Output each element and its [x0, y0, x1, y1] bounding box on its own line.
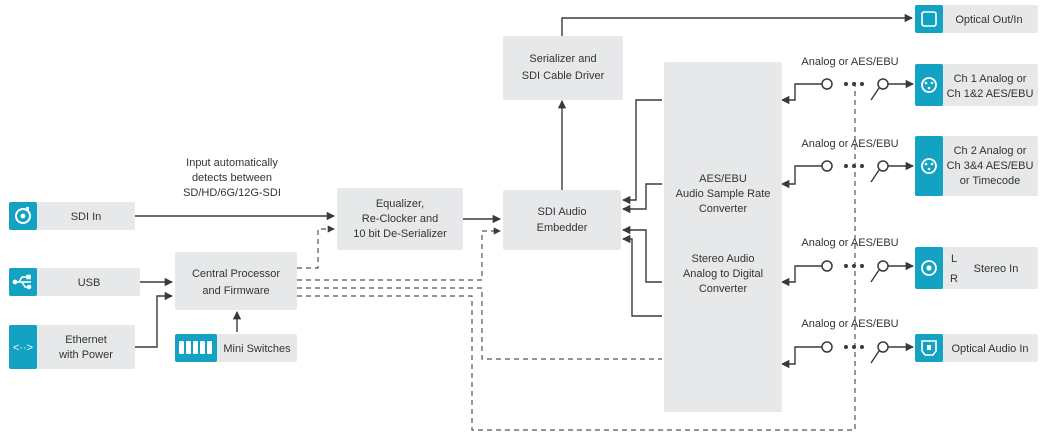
- stereo-r-label: R: [950, 273, 958, 285]
- mini-switches-port: Mini Switches: [175, 334, 297, 362]
- toslink-connector-icon: [921, 340, 937, 356]
- mini-switches-label: Mini Switches: [223, 343, 291, 355]
- line-converter-to-embedder-4: [621, 234, 662, 317]
- embedder-block: SDI Audio Embedder: [503, 190, 621, 250]
- dash-central-to-embedder: [297, 227, 501, 281]
- central-processor-block: Central Processor and Firmware: [175, 252, 297, 310]
- converter-top-line-3: Converter: [699, 203, 748, 215]
- switch-label-4: Analog or AES/EBU: [801, 318, 898, 330]
- ch1-label-line-2: Ch 1&2 AES/EBU: [947, 88, 1034, 100]
- note-line-3: SD/HD/6G/12G-SDI: [183, 187, 281, 199]
- switch-row-3: Analog or AES/EBU: [801, 237, 899, 283]
- rca-connector-icon: [921, 260, 937, 276]
- ethernet-label-line-1: Ethernet: [65, 334, 107, 346]
- converter-bottom-line-2: Analog to Digital: [683, 268, 763, 280]
- solid-connections: [135, 13, 915, 369]
- converter-top-line-1: AES/EBU: [699, 173, 747, 185]
- sdi-in-label: SDI In: [71, 211, 102, 223]
- ethernet-label-line-2: with Power: [58, 349, 113, 361]
- line-converter-to-embedder-1: [621, 99, 662, 205]
- bnc-connector-icon: [15, 207, 31, 224]
- switch-row-4: Analog or AES/EBU: [801, 318, 899, 364]
- switch-row-1: Analog or AES/EBU: [801, 56, 899, 101]
- optical-out-label: Optical Out/In: [955, 14, 1022, 26]
- converter-top-line-2: Audio Sample Rate: [676, 188, 771, 200]
- line-serializer-to-optical-out: [561, 13, 914, 36]
- serializer-line-1: Serializer and: [529, 53, 596, 65]
- switch-row-2: Analog or AES/EBU: [801, 138, 899, 183]
- note-line-1: Input automatically: [186, 157, 278, 169]
- xlr-connector-icon: [921, 77, 937, 93]
- equalizer-line-3: 10 bit De-Serializer: [353, 228, 447, 240]
- ethernet-arrows-icon: <··>: [13, 342, 33, 354]
- stereo-in-port: L R Stereo In: [915, 247, 1038, 289]
- line-ethernet-central: [135, 291, 174, 348]
- ch2-label-line-3: or Timecode: [960, 175, 1021, 187]
- central-line-2: and Firmware: [202, 285, 269, 297]
- usb-label: USB: [78, 277, 101, 289]
- dash-central-to-converter: [297, 287, 662, 360]
- line-ch1-to-converter: [780, 83, 823, 105]
- stereo-l-label: L: [951, 253, 957, 265]
- line-converter-to-embedder-2: [621, 183, 662, 214]
- equalizer-line-2: Re-Clocker and: [362, 213, 438, 225]
- xlr-connector-icon: [921, 158, 937, 174]
- usb-icon: [12, 274, 32, 290]
- ch1-port: Ch 1 Analog or Ch 1&2 AES/EBU: [915, 64, 1038, 106]
- converter-bottom-line-3: Converter: [699, 283, 748, 295]
- line-optical-to-converter: [780, 346, 823, 369]
- ethernet-port: <··> Ethernet with Power: [9, 325, 135, 369]
- dash-central-to-equalizer: [297, 225, 335, 269]
- equalizer-line-1: Equalizer,: [376, 198, 424, 210]
- optical-out-port: Optical Out/In: [915, 5, 1038, 33]
- input-note: Input automatically detects between SD/H…: [183, 157, 281, 199]
- converter-block: AES/EBU Audio Sample Rate Converter Ster…: [664, 62, 782, 412]
- stereo-in-label: Stereo In: [974, 263, 1019, 275]
- dashed-connections: [297, 82, 856, 431]
- equalizer-block: Equalizer, Re-Clocker and 10 bit De-Seri…: [337, 188, 463, 250]
- usb-port: USB: [9, 268, 140, 296]
- optical-sfp-icon: [921, 11, 937, 27]
- switch-label-2: Analog or AES/EBU: [801, 138, 898, 150]
- ch2-label-line-1: Ch 2 Analog or: [954, 145, 1027, 157]
- note-line-2: detects between: [192, 172, 272, 184]
- serializer-line-2: SDI Cable Driver: [522, 70, 605, 82]
- sdi-in-port: SDI In: [9, 202, 135, 230]
- embedder-line-2: Embedder: [537, 222, 588, 234]
- switch-label-1: Analog or AES/EBU: [801, 56, 898, 68]
- line-stereo-to-converter: [780, 265, 823, 287]
- embedder-line-1: SDI Audio: [538, 206, 587, 218]
- central-line-1: Central Processor: [192, 268, 280, 280]
- ch2-label-line-2: Ch 3&4 AES/EBU: [947, 160, 1034, 172]
- dash-central-to-switches: [297, 82, 856, 431]
- ch2-port: Ch 2 Analog or Ch 3&4 AES/EBU or Timecod…: [915, 136, 1038, 196]
- dip-switch-icon: [179, 341, 212, 354]
- switch-label-3: Analog or AES/EBU: [801, 237, 898, 249]
- line-ch2-to-converter: [780, 165, 823, 189]
- optical-audio-port: Optical Audio In: [915, 334, 1038, 362]
- ch1-label-line-1: Ch 1 Analog or: [954, 73, 1027, 85]
- optical-audio-label: Optical Audio In: [951, 343, 1028, 355]
- serializer-block: Serializer and SDI Cable Driver: [503, 36, 623, 100]
- converter-bottom-line-1: Stereo Audio: [692, 253, 755, 265]
- line-converter-to-embedder-3: [621, 225, 662, 283]
